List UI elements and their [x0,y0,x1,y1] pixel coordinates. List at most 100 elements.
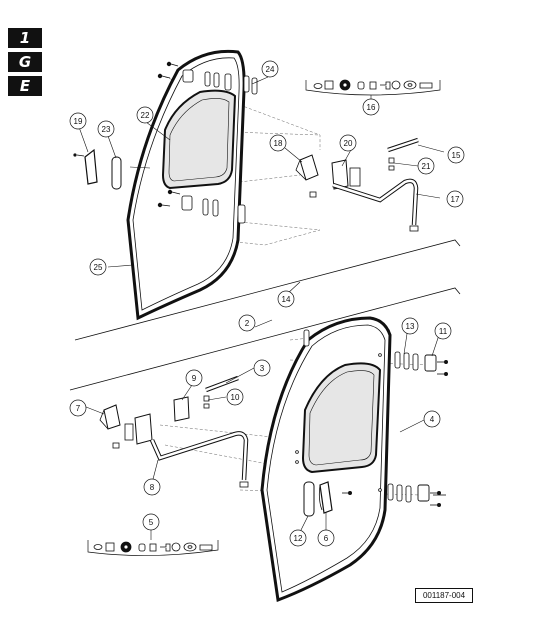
language-tab-e: E [8,76,42,96]
callout-21: 21 [417,157,435,175]
callout-label: 14 [282,295,291,304]
callout-circle [277,290,295,308]
callout-label: 10 [231,393,240,402]
callout-circle [238,314,256,332]
upper-door-assembly [73,49,441,321]
part-10-fastener [203,395,210,409]
lower-hinge-plate [134,413,153,445]
figure-reference-number: 001187-004 [415,588,473,603]
callout-20: 20 [339,134,357,152]
callout-label: 24 [266,65,275,74]
part-16-hardware [313,79,433,91]
callout-circle [339,134,357,152]
callout-circle [226,388,244,406]
upper-door-hinge-brackets [181,69,246,224]
callout-12: 12 [289,529,307,547]
callout-label: 5 [149,518,154,527]
callout-label: 12 [294,534,303,543]
callout-label: 13 [406,322,415,331]
callout-24: 24 [261,60,279,78]
callout-circle [417,157,435,175]
callout-circle [317,529,335,547]
callout-15: 15 [447,146,465,164]
lower-door-screws [342,359,448,507]
callout-label: 9 [192,374,197,383]
callout-label: 19 [74,117,83,126]
callout-label: 18 [274,139,283,148]
callout-label: 2 [245,319,250,328]
callout-16: 16 [362,98,380,116]
part-24-strips [243,75,258,95]
separator-lines [69,239,461,391]
callout-circle [143,478,161,496]
callout-circle [423,410,441,428]
callout-circle [401,317,419,335]
callout-13: 13 [401,317,419,335]
lower-door-window-seal [308,370,375,466]
callout-label: 16 [367,103,376,112]
part-5-hardware [93,541,213,553]
callout-circle [89,258,107,276]
callout-circle [434,322,452,340]
callout-label: 6 [324,534,329,543]
language-tab-1: 1 [8,28,42,48]
callout-circle [97,120,115,138]
callout-label: 15 [452,151,461,160]
part-7-bracket [103,404,121,430]
callout-circle [69,112,87,130]
part-20-plate [331,159,349,190]
callout-5: 5 [142,513,160,531]
callout-19: 19 [69,112,87,130]
callout-9: 9 [185,369,203,387]
part-23-gasket [111,156,122,190]
callout-circle [447,146,465,164]
part-17-support-rod [332,178,419,226]
callout-25: 25 [89,258,107,276]
callout-circle [136,106,154,124]
callout-label: 25 [94,263,103,272]
callout-circle [253,359,271,377]
callout-label: 4 [430,415,435,424]
upper-door-window-seal [168,98,230,182]
callout-circle [446,190,464,208]
callout-17: 17 [446,190,464,208]
callout-label: 3 [260,364,265,373]
language-tab-g: G [8,52,42,72]
callout-circle [269,134,287,152]
callout-23: 23 [97,120,115,138]
callout-circle [362,98,380,116]
part-18-bracket [299,154,319,181]
lower-door-assembly [87,316,448,603]
callout-6: 6 [317,529,335,547]
callout-label: 20 [344,139,353,148]
callout-label: 7 [76,404,81,413]
callout-label: 11 [439,327,448,336]
part-5-kit-bracket [87,540,219,556]
callout-leader-lines [78,76,445,540]
callout-circle [261,60,279,78]
upper-door-window [161,89,237,190]
callout-7: 7 [69,399,87,417]
part-12-gasket [303,481,315,517]
callout-circle [289,529,307,547]
callout-circle [69,399,87,417]
part-16-kit-bracket [305,80,441,96]
callout-18: 18 [269,134,287,152]
callout-2: 2 [238,314,256,332]
callout-4: 4 [423,410,441,428]
part-19-handle [84,148,98,185]
callout-22: 22 [136,106,154,124]
callout-3: 3 [253,359,271,377]
lower-door-window [301,362,382,474]
callout-label: 8 [150,483,155,492]
part-11-hinge [417,354,437,502]
lower-door-holes [295,353,382,492]
callout-label: 22 [141,111,150,120]
callout-10: 10 [226,388,244,406]
upper-door-panel-inner [132,57,240,311]
callout-label: 23 [102,125,111,134]
callout-8: 8 [143,478,161,496]
